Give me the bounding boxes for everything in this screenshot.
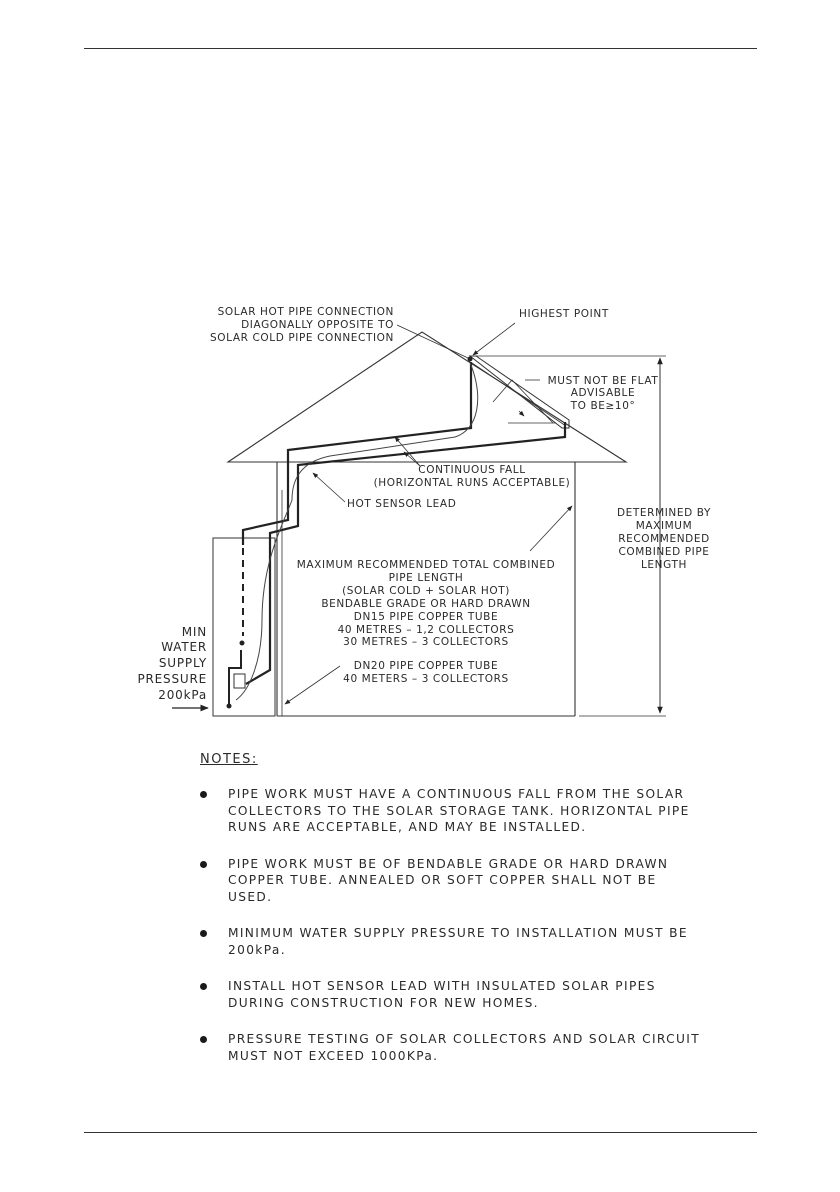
label-line: SOLAR HOT PIPE CONNECTION (218, 306, 394, 318)
solar-collector (468, 355, 570, 429)
bullet-icon (200, 860, 207, 868)
label-line: MAXIMUM RECOMMENDED TOTAL COMBINED (297, 559, 556, 571)
bullet-icon (200, 791, 207, 798)
label-line: MUST NOT BE FLAT (548, 375, 659, 387)
leader-fall-b (403, 451, 421, 467)
label-solar-hot-connection: SOLAR HOT PIPE CONNECTION DIAGONALLY OPP… (210, 306, 394, 344)
note-text: PIPE WORK MUST HAVE A CONTINUOUS FALL FR… (228, 787, 690, 834)
label-dn20: DN20 PIPE COPPER TUBE 40 METERS – 3 COLL… (343, 660, 509, 685)
header-rule (84, 48, 757, 49)
label-line: MIN (182, 625, 207, 639)
leader-fall-a (394, 436, 421, 467)
footer-rule (84, 1132, 757, 1133)
note-item: MINIMUM WATER SUPPLY PRESSURE TO INSTALL… (200, 925, 700, 958)
pitch-angle-indicator (492, 379, 554, 424)
label-highest-point: HIGHEST POINT (519, 308, 609, 320)
label-continuous-fall: CONTINUOUS FALL (HORIZONTAL RUNS ACCEPTA… (374, 464, 571, 489)
label-line: BENDABLE GRADE OR HARD DRAWN (321, 598, 530, 610)
label-must-not-be-flat: MUST NOT BE FLAT ADVISABLE TO BE≥10° (548, 375, 659, 412)
label-line: PIPE LENGTH (389, 572, 464, 584)
label-line: WATER (161, 640, 207, 654)
collector-hot-port (467, 356, 473, 362)
label-line: COMBINED PIPE (618, 546, 709, 558)
note-item: PIPE WORK MUST BE OF BENDABLE GRADE OR H… (200, 856, 700, 906)
bullet-icon (200, 1036, 207, 1043)
label-line: (SOLAR COLD + SOLAR HOT) (342, 585, 510, 597)
label-line: SUPPLY (159, 656, 207, 670)
solar-installation-diagram: SOLAR HOT PIPE CONNECTION DIAGONALLY OPP… (138, 306, 711, 717)
bullet-icon (200, 930, 207, 937)
label-line: DIAGONALLY OPPOSITE TO (241, 319, 394, 331)
label-line: TO BE≥10° (570, 400, 636, 412)
note-text: MINIMUM WATER SUPPLY PRESSURE TO INSTALL… (228, 926, 688, 957)
label-line: CONTINUOUS FALL (418, 464, 525, 476)
label-line: RECOMMENDED (618, 533, 710, 545)
tank-valve-box (233, 673, 246, 689)
label-line: DN20 PIPE COPPER TUBE (354, 660, 498, 672)
bullet-icon (200, 983, 207, 990)
solar-cold-pipe (245, 422, 567, 685)
tank-upper-port (239, 640, 245, 646)
leader-dn20 (284, 665, 341, 705)
note-text: PIPE WORK MUST BE OF BENDABLE GRADE OR H… (228, 856, 669, 904)
leader-max-length (529, 505, 573, 552)
note-item: PIPE WORK MUST HAVE A CONTINUOUS FALL FR… (200, 786, 700, 836)
label-line: 30 METRES – 3 COLLECTORS (343, 636, 509, 648)
leader-sensor (312, 472, 346, 503)
label-line: LENGTH (641, 559, 687, 571)
leader-connection (396, 324, 469, 359)
label-line: 40 METERS – 3 COLLECTORS (343, 673, 509, 685)
roof-outline (226, 331, 628, 463)
label-line: MAXIMUM (636, 520, 693, 532)
label-line: 200kPa (158, 688, 207, 702)
note-text: INSTALL HOT SENSOR LEAD WITH INSULATED S… (228, 979, 656, 1010)
label-determined-by: DETERMINED BY MAXIMUM RECOMMENDED COMBIN… (617, 507, 711, 571)
label-line: DETERMINED BY (617, 507, 711, 519)
solar-hot-pipe (241, 362, 473, 545)
tank-cold-inlet-port (226, 703, 232, 709)
label-line: ADVISABLE (571, 387, 636, 399)
note-item: INSTALL HOT SENSOR LEAD WITH INSULATED S… (200, 978, 700, 1011)
notes-heading: NOTES: (200, 752, 258, 767)
pitch-pointer (518, 410, 525, 417)
label-line: (HORIZONTAL RUNS ACCEPTABLE) (374, 477, 571, 489)
label-max-length: MAXIMUM RECOMMENDED TOTAL COMBINED PIPE … (297, 559, 556, 648)
label-line: SOLAR COLD PIPE CONNECTION (210, 332, 394, 344)
label-line: DN15 PIPE COPPER TUBE (354, 611, 498, 623)
note-text: PRESSURE TESTING OF SOLAR COLLECTORS AND… (228, 1032, 700, 1063)
label-line: 40 METRES – 1,2 COLLECTORS (338, 624, 515, 636)
collector-edge (471, 362, 567, 427)
label-min-water-pressure: MIN WATER SUPPLY PRESSURE 200kPa (138, 625, 208, 702)
label-hot-sensor-lead: HOT SENSOR LEAD (347, 498, 456, 510)
hot-sensor-lead (235, 359, 479, 701)
notes-list: PIPE WORK MUST HAVE A CONTINUOUS FALL FR… (200, 786, 700, 1084)
label-line: PRESSURE (138, 672, 208, 686)
leader-highest-point (472, 322, 516, 356)
note-item: PRESSURE TESTING OF SOLAR COLLECTORS AND… (200, 1031, 700, 1064)
tank-cold-inlet (228, 650, 242, 704)
